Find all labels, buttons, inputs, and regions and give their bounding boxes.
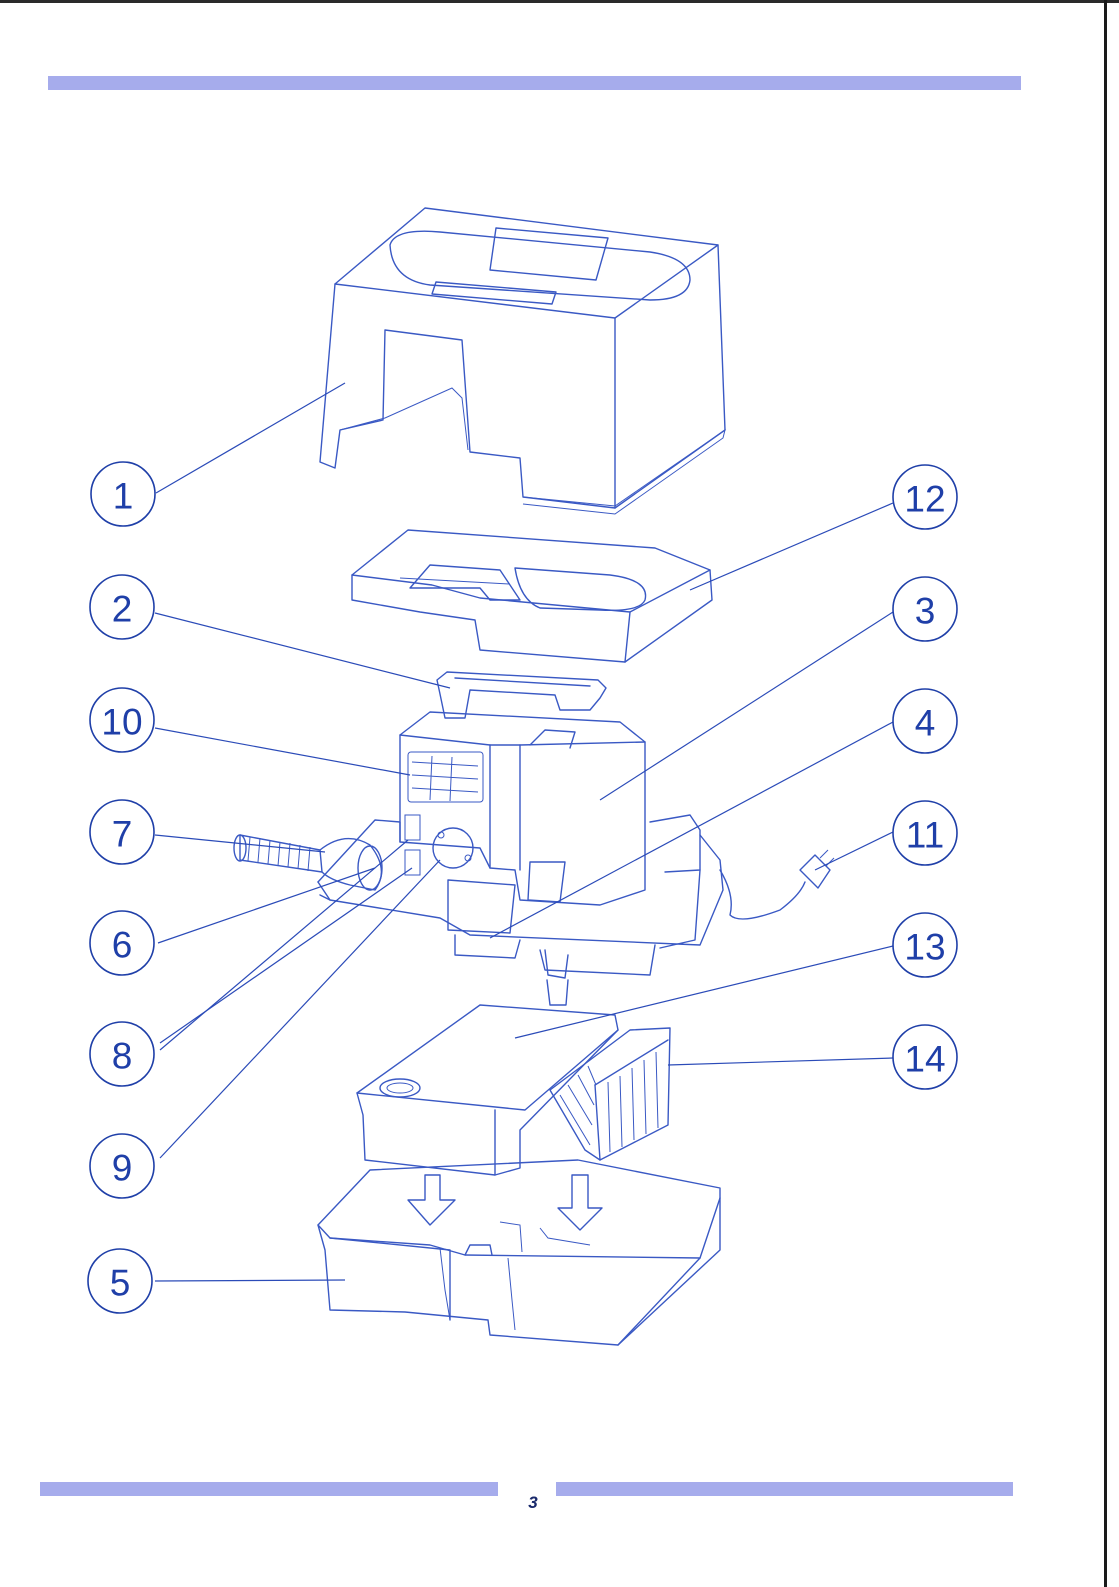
svg-text:1: 1: [113, 476, 134, 517]
callout-4: 4: [893, 689, 957, 753]
leader-lines: [155, 383, 893, 1281]
part-main-unit: [234, 672, 834, 1005]
svg-text:5: 5: [110, 1263, 131, 1304]
callout-14: 14: [893, 1025, 957, 1089]
callout-2: 2: [90, 575, 154, 639]
callout-9: 9: [90, 1134, 154, 1198]
svg-text:8: 8: [112, 1036, 133, 1077]
callout-10: 10: [90, 688, 154, 752]
part-grille-filter: [550, 1028, 670, 1160]
part-top-cover: [320, 208, 725, 514]
callout-8: 8: [90, 1022, 154, 1086]
callout-3: 3: [893, 577, 957, 641]
callout-13: 13: [893, 913, 957, 977]
svg-text:13: 13: [904, 927, 945, 968]
callout-5: 5: [88, 1249, 152, 1313]
part-bottom-tank: [318, 1160, 720, 1345]
callout-7: 7: [90, 800, 154, 864]
callout-1: 1: [91, 462, 155, 526]
part-filter-tray: [352, 530, 712, 662]
svg-text:12: 12: [904, 479, 945, 520]
hose-connector: [234, 835, 382, 890]
svg-text:10: 10: [101, 702, 142, 743]
svg-text:14: 14: [904, 1039, 945, 1080]
callout-12: 12: [893, 465, 957, 529]
svg-text:9: 9: [112, 1148, 133, 1189]
svg-text:6: 6: [112, 925, 133, 966]
part-filter-bag: [357, 1005, 618, 1175]
callout-11: 11: [893, 801, 957, 865]
svg-text:2: 2: [112, 589, 133, 630]
power-cord: [720, 850, 834, 919]
svg-text:7: 7: [112, 814, 133, 855]
callout-6: 6: [90, 911, 154, 975]
svg-text:4: 4: [915, 703, 936, 744]
svg-text:3: 3: [915, 591, 936, 632]
svg-text:11: 11: [906, 815, 944, 856]
